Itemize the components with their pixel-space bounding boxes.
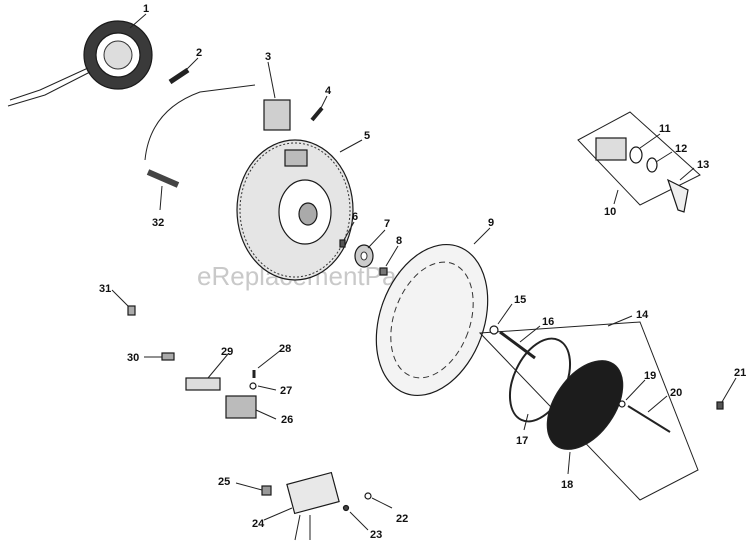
callout-30: 30 xyxy=(127,352,139,364)
callout-9: 9 xyxy=(488,217,494,229)
part-22-washer[interactable] xyxy=(364,492,372,500)
part-7-washer[interactable] xyxy=(354,244,374,268)
callout-15: 15 xyxy=(514,294,526,306)
part-5-flywheel[interactable] xyxy=(236,139,354,281)
part-21-nut[interactable] xyxy=(716,401,724,410)
callout-27: 27 xyxy=(280,385,292,397)
part-29-connector[interactable] xyxy=(185,377,221,391)
callout-1: 1 xyxy=(143,3,149,15)
callout-22: 22 xyxy=(396,513,408,525)
part-16-spacer[interactable] xyxy=(499,330,536,360)
callout-23: 23 xyxy=(370,529,382,541)
part-11-nut[interactable] xyxy=(629,146,643,164)
callout-labels: 1 2 3 4 5 6 7 8 9 10 11 12 13 14 15 16 1… xyxy=(99,3,746,541)
callout-31: 31 xyxy=(99,283,111,295)
part-32-spark-plug[interactable] xyxy=(146,169,180,188)
callout-11: 11 xyxy=(659,123,671,135)
callout-10: 10 xyxy=(604,206,616,218)
callout-21: 21 xyxy=(734,367,746,379)
part-24-rectifier-regulator[interactable] xyxy=(286,471,340,541)
part-26-module[interactable] xyxy=(225,395,257,419)
part-15-washer[interactable] xyxy=(489,325,499,335)
part-20-bolt[interactable] xyxy=(627,405,671,433)
part-12-washer[interactable] xyxy=(646,157,658,173)
part-18-screen[interactable] xyxy=(532,347,639,463)
part-3-ignition-lead[interactable] xyxy=(144,84,291,161)
part-19-washer[interactable] xyxy=(618,400,626,408)
callout-12: 12 xyxy=(675,143,687,155)
callout-24: 24 xyxy=(252,518,265,530)
part-10-key-switch-assembly[interactable] xyxy=(577,111,701,206)
callout-18: 18 xyxy=(561,479,573,491)
part-1-stator[interactable] xyxy=(7,20,153,107)
part-30-fitting[interactable] xyxy=(161,352,175,361)
callout-6: 6 xyxy=(352,211,358,223)
callout-17: 17 xyxy=(516,435,528,447)
callout-2: 2 xyxy=(196,47,202,59)
callout-13: 13 xyxy=(697,159,709,171)
callout-16: 16 xyxy=(542,316,554,328)
callout-32: 32 xyxy=(152,217,164,229)
callout-25: 25 xyxy=(218,476,230,488)
callout-7: 7 xyxy=(384,218,390,230)
part-27-washer[interactable] xyxy=(249,382,257,390)
part-31-clip[interactable] xyxy=(127,305,136,316)
callout-3: 3 xyxy=(265,51,271,63)
part-23-screw[interactable] xyxy=(342,504,350,512)
part-9-fan[interactable] xyxy=(356,229,507,411)
leader-lines xyxy=(111,13,737,531)
part-2-bolt[interactable] xyxy=(168,67,190,85)
part-6-key[interactable] xyxy=(339,239,346,248)
callout-5: 5 xyxy=(364,130,370,142)
callout-19: 19 xyxy=(644,370,656,382)
callout-14: 14 xyxy=(636,309,649,321)
callout-26: 26 xyxy=(281,414,293,426)
part-13-key[interactable] xyxy=(666,178,689,213)
part-25-clip[interactable] xyxy=(261,485,272,496)
part-8-nut[interactable] xyxy=(379,267,388,276)
callout-4: 4 xyxy=(325,85,332,97)
callout-29: 29 xyxy=(221,346,233,358)
callout-20: 20 xyxy=(670,387,682,399)
callout-28: 28 xyxy=(279,343,291,355)
callout-8: 8 xyxy=(396,235,402,247)
